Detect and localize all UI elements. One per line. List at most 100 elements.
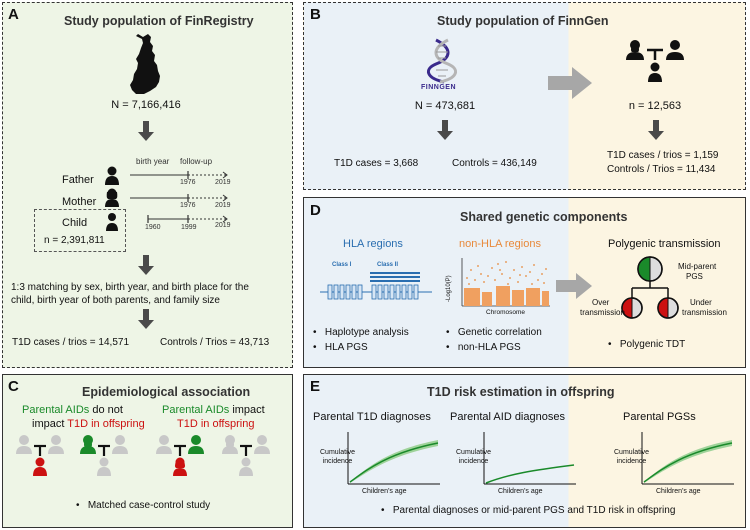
right-statement-line2: T1D in offspring: [177, 418, 255, 430]
panel-b-n-total: N = 473,681: [414, 100, 476, 112]
curve3-ylab1: Cumulative: [614, 449, 650, 456]
panel-b: [303, 2, 746, 190]
child-year-1960: 1960: [145, 224, 161, 231]
over-label1: Over: [592, 298, 610, 307]
non-hla-regions-title: non-HLA regions: [459, 238, 541, 250]
curve1-plot: [347, 432, 440, 485]
panel-e-label: E: [310, 378, 321, 395]
curve3-ylab: Cumulative incidence: [614, 448, 649, 466]
trio-right-control-icon: [222, 435, 270, 476]
child-box: [34, 209, 126, 252]
trio-family-icon: [626, 40, 684, 82]
polygenic-tdt-text: Polygenic TDT: [619, 339, 686, 350]
child-label: Child: [62, 217, 88, 229]
nonhla-bullet-pgs-text: non-HLA PGS: [457, 342, 521, 353]
left-t1d-text: T1D in offspring: [67, 418, 145, 430]
sub-title-aid: Parental AID diagnoses: [450, 411, 565, 423]
trio-left-case-icon: [16, 435, 64, 476]
mother-year-2019: 2019: [215, 202, 231, 209]
panel-c-title: Epidemiological association: [82, 385, 251, 399]
father-icon: [105, 166, 119, 185]
panel-e-bullet: • Parental diagnoses or mid-parent PGS a…: [381, 505, 676, 516]
trio-right-case-icon: [156, 435, 204, 476]
left-aids-text: Parental AIDs: [22, 404, 90, 416]
panel-d: [303, 197, 746, 368]
panel-a-cases: T1D cases / trios = 14,571: [12, 337, 130, 348]
panel-d-title: Shared genetic components: [460, 210, 628, 224]
panel-b-trio-cases: T1D cases / trios = 1,159: [607, 150, 719, 161]
hla-regions-title: HLA regions: [343, 238, 403, 250]
panel-e: [303, 374, 746, 528]
right-statement-line1: Parental AIDs impact: [162, 404, 265, 416]
left-impact-text: impact: [32, 418, 68, 430]
child-year-1999: 1999: [181, 224, 197, 231]
curve2-plot: [483, 432, 576, 485]
hla-bullet-pgs: • HLA PGS: [313, 342, 368, 353]
manhattan-xlabel: Chromosome: [486, 309, 526, 316]
curve1-ylab1: Cumulative: [320, 449, 356, 456]
panel-e-bullet-text: Parental diagnoses or mid-parent PGS and…: [392, 505, 676, 516]
timeline-mother: [130, 194, 228, 202]
curve1-xlab: Children's age: [362, 488, 407, 495]
panel-b-label: B: [310, 6, 321, 23]
curve1-ylab: Cumulative incidence: [320, 448, 355, 466]
finland-map-icon: [130, 34, 160, 94]
child-year-2019: 2019: [215, 222, 231, 229]
manhattan-ylabel: -Log10(P): [446, 275, 452, 302]
left-statement-line1: Parental AIDs do not: [22, 404, 123, 416]
panel-a-label: A: [8, 6, 19, 23]
panel-e-title: T1D risk estimation in offspring: [427, 385, 615, 399]
manhattan-plot: [461, 258, 550, 307]
father-year-2019: 2019: [215, 179, 231, 186]
finngen-logo-text: FINNGEN: [421, 84, 456, 91]
left-do-not-text: do not: [89, 404, 123, 416]
nonhla-bullet-correlation-text: Genetic correlation: [457, 327, 542, 338]
mother-year-1976: 1976: [180, 202, 196, 209]
panel-b-n-trios: n = 12,563: [628, 100, 682, 112]
curve1-ylab2: incidence: [322, 458, 353, 465]
follow-up-label: follow-up: [180, 157, 213, 166]
finngen-logo-icon: [427, 38, 457, 84]
panel-b-title: Study population of FinnGen: [437, 14, 609, 28]
mother-label: Mother: [62, 196, 97, 208]
right-aids-text: Parental AIDs: [162, 404, 230, 416]
midparent-label2: PGS: [686, 272, 703, 281]
sub-title-t1d: Parental T1D diagnoses: [313, 411, 431, 423]
child-n: n = 2,391,811: [44, 235, 105, 246]
panel-a-title: Study population of FinRegistry: [64, 14, 254, 28]
nonhla-bullet-pgs: • non-HLA PGS: [446, 342, 521, 353]
father-year-1976: 1976: [180, 179, 196, 186]
right-impact-text: impact: [229, 404, 265, 416]
panel-b-cases: T1D cases = 3,668: [334, 158, 419, 169]
polygenic-transmission-title: Polygenic transmission: [608, 238, 721, 250]
panel-c-bullet-text: Matched case-control study: [87, 500, 211, 511]
midparent-label1: Mid-parent: [678, 262, 717, 271]
hla-bullet-pgs-text: HLA PGS: [324, 342, 368, 353]
curve2-xlab: Children's age: [498, 488, 543, 495]
nonhla-bullet-correlation: • Genetic correlation: [446, 327, 542, 338]
matching-line1: 1:3 matching by sex, birth year, and bir…: [11, 282, 249, 293]
mother-icon: [105, 188, 119, 207]
curve3-ylab2: incidence: [616, 458, 647, 465]
sub-title-pgs: Parental PGSs: [623, 411, 696, 423]
panel-b-controls: Controls = 436,149: [452, 158, 537, 169]
timeline-child: [147, 215, 228, 223]
panel-c-bullet: • Matched case-control study: [76, 500, 211, 511]
panel-b-trio-controls: Controls / Trios = 11,434: [607, 164, 716, 175]
panel-d-label: D: [310, 202, 321, 219]
class-i-label: Class I: [332, 262, 352, 268]
right-arrow-icon: [556, 273, 592, 299]
polygenic-tdt-bullet: • Polygenic TDT: [608, 339, 686, 350]
under-label1: Under: [690, 298, 712, 307]
curve3-xlab: Children's age: [656, 488, 701, 495]
over-label2: transmission: [580, 308, 625, 317]
curve3-plot: [641, 432, 734, 485]
panel-a-controls: Controls / Trios = 43,713: [160, 337, 270, 348]
hla-bullet-haplotype: • Haplotype analysis: [313, 327, 409, 338]
under-label2: transmission: [682, 308, 727, 317]
panel-a-n-total: N = 7,166,416: [111, 99, 181, 111]
hla-bullet-haplotype-text: Haplotype analysis: [324, 327, 409, 338]
right-arrow-icon: [548, 67, 592, 99]
left-statement-line2: impact T1D in offspring: [32, 418, 145, 430]
